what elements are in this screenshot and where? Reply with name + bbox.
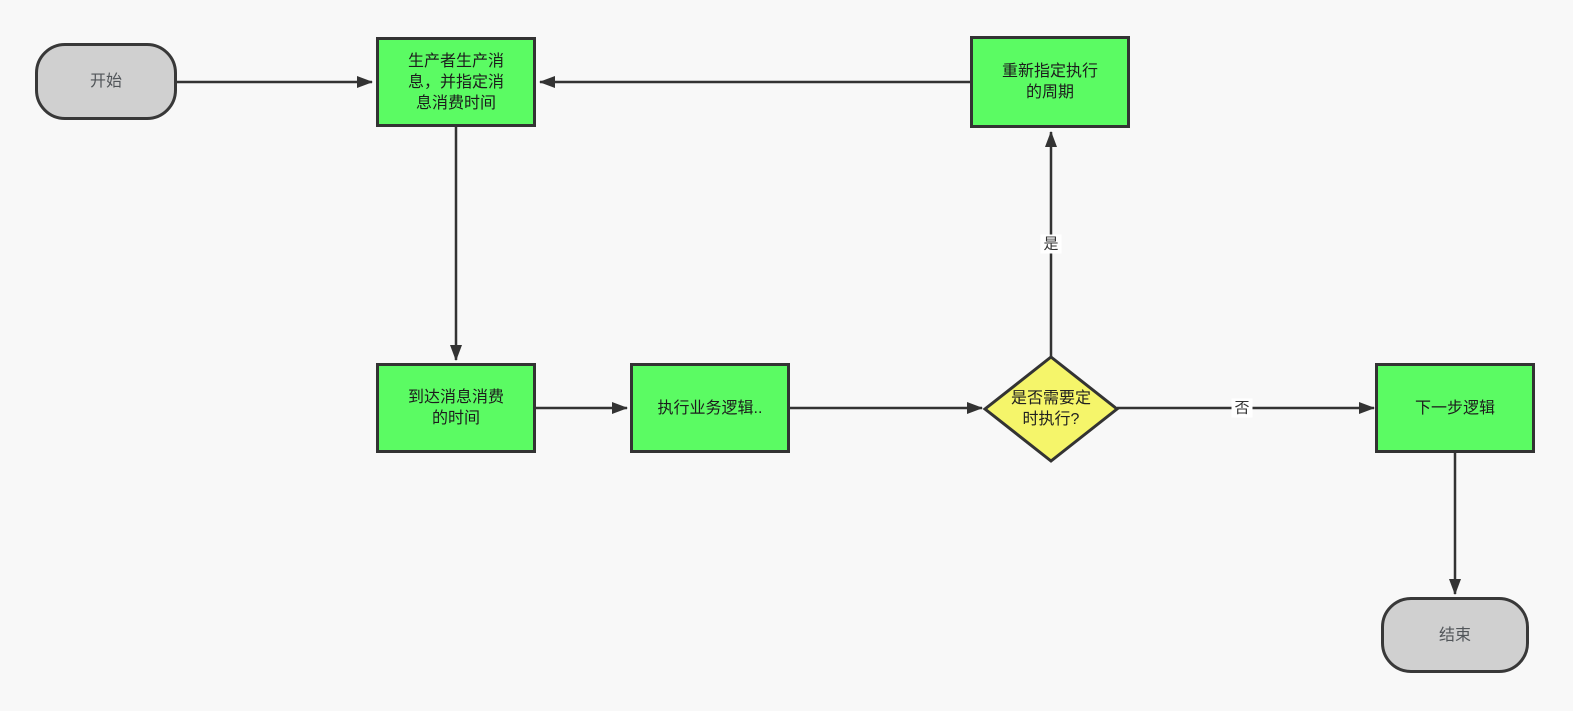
node-execute-label: 执行业务逻辑.. (657, 399, 763, 417)
node-respecify-label: 重新指定执行的周期 (1001, 63, 1098, 101)
node-decision-label: 是否需要定时执行? (1010, 390, 1091, 428)
node-next-step-label: 下一步逻辑 (1414, 399, 1495, 417)
node-execute[interactable]: 执行业务逻辑.. (630, 363, 790, 453)
node-arrive-label: 到达消息消费的时间 (407, 389, 504, 427)
edge-label-no: 否 (1231, 398, 1253, 418)
node-decision-shape[interactable] (982, 355, 1120, 463)
node-produce-label: 生产者生产消息，并指定消息消费时间 (407, 52, 504, 112)
node-start-label: 开始 (89, 73, 122, 90)
edge-label-yes: 是 (1040, 234, 1062, 254)
node-respecify[interactable]: 重新指定执行的周期 (970, 36, 1130, 128)
node-arrive[interactable]: 到达消息消费的时间 (376, 363, 536, 453)
node-end[interactable]: 结束 (1381, 597, 1529, 673)
node-produce[interactable]: 生产者生产消息，并指定消息消费时间 (376, 37, 536, 127)
node-next-step[interactable]: 下一步逻辑 (1375, 363, 1535, 453)
node-end-label: 结束 (1438, 626, 1471, 644)
node-decision[interactable]: 是否需要定时执行? (1006, 384, 1096, 434)
node-start[interactable]: 开始 (35, 43, 177, 120)
